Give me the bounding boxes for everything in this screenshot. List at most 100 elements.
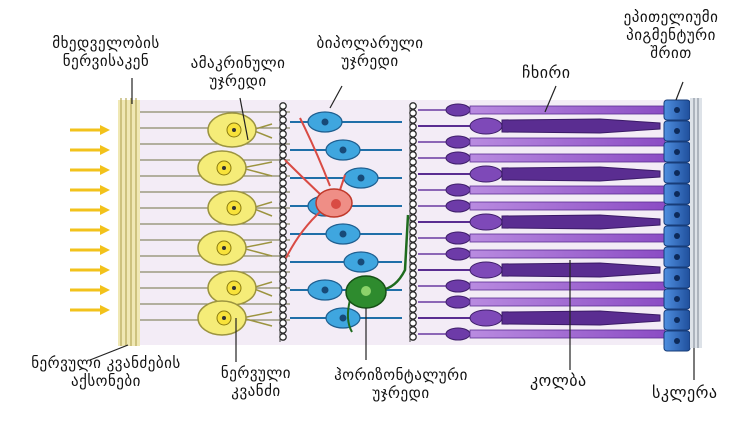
- ganglion-nucleolus: [232, 128, 236, 132]
- amacrine-label: ამაკრინული უჯრედი: [168, 54, 308, 90]
- rod-cell: [470, 202, 665, 210]
- bipolar-nucleus: [358, 259, 365, 266]
- light-arrow-head: [100, 225, 110, 235]
- synapse: [280, 257, 286, 263]
- axons-label-line-1: ნერვული კვანძების: [6, 354, 206, 372]
- light-arrow-head: [100, 145, 110, 155]
- synapse: [280, 152, 286, 158]
- synapse: [410, 117, 416, 123]
- synapse: [280, 124, 286, 130]
- synapse: [280, 320, 286, 326]
- synapse: [410, 180, 416, 186]
- synapse: [280, 180, 286, 186]
- ganglion-nucleolus: [222, 316, 226, 320]
- cone-cell: [502, 167, 660, 181]
- rod-label-line-1: ჩხირი: [522, 64, 571, 82]
- synapse: [410, 320, 416, 326]
- rod-cell: [470, 234, 665, 242]
- synapse: [410, 243, 416, 249]
- rod-nucleus-body: [446, 280, 470, 292]
- ganglion-label-line-1: ნერვული: [206, 364, 306, 382]
- synapse: [410, 131, 416, 137]
- pigment-nucleus: [674, 338, 680, 344]
- synapse: [280, 138, 286, 144]
- pigment-nucleus: [674, 170, 680, 176]
- synapse: [280, 222, 286, 228]
- synapse: [280, 278, 286, 284]
- rod-cell: [470, 282, 665, 290]
- horizontal-label: ჰორიზონტალური უჯრედი: [316, 366, 486, 402]
- pigment-nucleus: [674, 233, 680, 239]
- bipolar-label: ბიპოლარული უჯრედი: [300, 34, 440, 70]
- synapse: [410, 208, 416, 214]
- synapse: [280, 264, 286, 270]
- light-arrows: [70, 125, 110, 315]
- synapse: [410, 264, 416, 270]
- rod-nucleus-body: [446, 232, 470, 244]
- horizontal-label-line-1: ჰორიზონტალური: [316, 366, 486, 384]
- light-arrow-head: [100, 265, 110, 275]
- synapse: [410, 138, 416, 144]
- rod-cell: [470, 186, 665, 194]
- synapse: [410, 229, 416, 235]
- synapse: [410, 103, 416, 109]
- rod-nucleus-body: [446, 152, 470, 164]
- synapse: [280, 306, 286, 312]
- ganglion-label-line-2: კვანძი: [206, 382, 306, 400]
- pigment-nucleus: [674, 254, 680, 260]
- cone-cell: [502, 215, 660, 229]
- synapse: [410, 313, 416, 319]
- synapse: [280, 334, 286, 340]
- rod-nucleus-body: [446, 296, 470, 308]
- synapse: [410, 215, 416, 221]
- synapse: [410, 222, 416, 228]
- rod-nucleus-body: [446, 200, 470, 212]
- synapse: [410, 257, 416, 263]
- synapse: [410, 278, 416, 284]
- synapse: [280, 187, 286, 193]
- rod-nucleus-body: [446, 248, 470, 260]
- synapse: [280, 271, 286, 277]
- nerve-fiber-layer: [118, 98, 140, 346]
- cone-nucleus-body: [470, 118, 502, 134]
- ganglion-nucleolus: [232, 206, 236, 210]
- rod-nucleus-body: [446, 104, 470, 116]
- light-arrow-head: [100, 125, 110, 135]
- synapse: [280, 145, 286, 151]
- synapse: [280, 201, 286, 207]
- synapse: [410, 327, 416, 333]
- bipolar-nucleus: [322, 119, 329, 126]
- pigment-nucleus: [674, 275, 680, 281]
- pigment-epithelium-layer: [664, 100, 690, 351]
- synapse: [280, 166, 286, 172]
- light-arrow-head: [100, 285, 110, 295]
- cone-nucleus-body: [470, 310, 502, 326]
- synapse: [410, 334, 416, 340]
- synapse: [280, 250, 286, 256]
- bipolar-label-line-1: ბიპოლარული: [300, 34, 440, 52]
- light-arrow-head: [100, 245, 110, 255]
- synapse: [410, 110, 416, 116]
- cone-label-line-1: კოლბა: [530, 372, 587, 390]
- synapse: [410, 271, 416, 277]
- sclera-label-line-1: სკლერა: [652, 384, 718, 402]
- photoreceptor-layer: [418, 104, 665, 340]
- pigment-epithelium-label: ეპითელიუმი პიგმენტური შრით: [604, 8, 738, 62]
- pigment-nucleus: [674, 317, 680, 323]
- pigment-nucleus: [674, 107, 680, 113]
- bipolar-nucleus: [340, 315, 347, 322]
- rod-cell: [470, 138, 665, 146]
- synapse: [280, 208, 286, 214]
- synapse: [410, 166, 416, 172]
- pigment-label-line-2: პიგმენტური: [604, 26, 738, 44]
- rod-nucleus-body: [446, 136, 470, 148]
- synapse: [410, 285, 416, 291]
- rod-cell: [470, 106, 665, 114]
- light-arrow-head: [100, 185, 110, 195]
- synapse: [280, 292, 286, 298]
- synapse: [410, 173, 416, 179]
- bipolar-label-line-2: უჯრედი: [300, 52, 440, 70]
- pigment-label-line-3: შრით: [604, 44, 738, 62]
- synapse: [280, 313, 286, 319]
- cone-nucleus-body: [470, 166, 502, 182]
